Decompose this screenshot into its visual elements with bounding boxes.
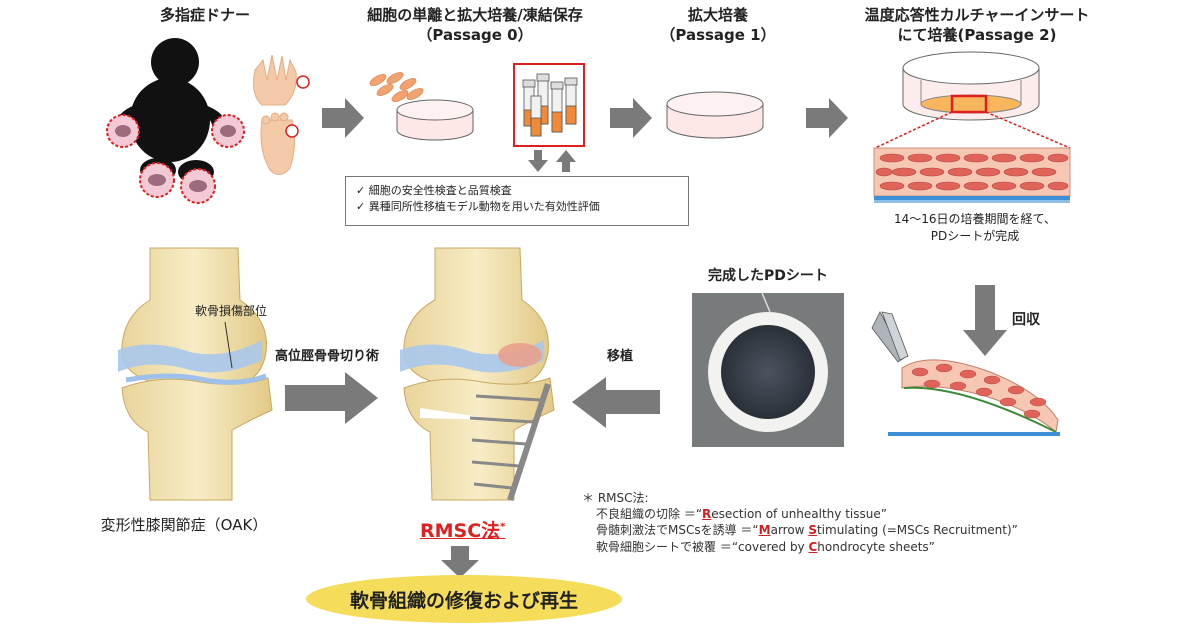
transplant-arrow xyxy=(572,377,660,428)
flow-arrows-top xyxy=(322,98,848,138)
osteotomy-label: 高位脛骨骨切り術 xyxy=(274,349,379,364)
donor-label: 多指症ドナー xyxy=(159,6,250,24)
outcome-ellipse: 軟骨組織の修復および再生 xyxy=(306,575,622,623)
rmsc-footnote: ＊ RMSC法: 不良組織の切除 ＝“Resection of unhealth… xyxy=(582,490,1018,555)
rmsc-knee-illustration xyxy=(400,247,555,501)
passage0-title: 細胞の単離と拡大培養/凍結保存 xyxy=(367,6,583,24)
passage1-culture-dish-icon xyxy=(666,91,764,139)
sheet-note-line2: PDシートが完成 xyxy=(930,229,1020,243)
rmsc-footnote-mark: * xyxy=(500,521,506,533)
cryo-vials-icon xyxy=(513,63,585,147)
passage0-subtitle: （Passage 0） xyxy=(417,26,533,44)
check-item: 異種同所性移植モデル動物を用いた有効性評価 xyxy=(356,199,678,215)
polydactyly-hand-icon xyxy=(253,54,310,106)
collect-arrow xyxy=(963,285,1007,356)
footnote-header: ＊ RMSC法: xyxy=(582,491,649,505)
footnote-line-resection: 不良組織の切除 ＝“Resection of unhealthy tissue” xyxy=(596,507,887,522)
rmsc-method-title: RMSC法* xyxy=(420,516,505,543)
culture-insert-icon xyxy=(874,51,1071,149)
footnote-line-marrow: 骨髄刺激法でMSCsを誘導 ＝“Marrow Stimulating (=MSC… xyxy=(596,523,1018,538)
oak-knee-illustration xyxy=(118,247,273,501)
collect-label: 回収 xyxy=(1012,312,1040,328)
passage2-title: 温度応答性カルチャーインサート xyxy=(864,6,1090,24)
passage0-culture-dish-icon xyxy=(369,72,474,141)
oak-label: 変形性膝関節症（OAK） xyxy=(100,516,268,534)
osteotomy-arrow xyxy=(285,372,378,424)
damage-site-label: 軟骨損傷部位 xyxy=(194,304,267,318)
baby-silhouette-icon xyxy=(106,38,245,204)
footnote-line-chondrocyte: 軟骨細胞シートで被覆 ＝“covered by Chondrocyte shee… xyxy=(596,539,935,554)
check-item: 細胞の安全性検査と品質検査 xyxy=(356,183,678,199)
passage1-subtitle: （Passage 1） xyxy=(660,26,776,44)
cell-sheet-cross-section xyxy=(873,147,1071,203)
passage2-subtitle: にて培養(Passage 2) xyxy=(897,26,1057,44)
completed-sheet-label: 完成したPDシート xyxy=(708,268,828,284)
sheet-note-line1: 14～16日の培養期間を経て、 xyxy=(894,212,1056,226)
outcome-label: 軟骨組織の修復および再生 xyxy=(349,589,578,612)
pd-sheet-photo xyxy=(692,292,844,447)
forceps-peel-icon xyxy=(871,311,1060,436)
polydactyly-foot-icon xyxy=(260,112,299,175)
transplant-label: 移植 xyxy=(606,349,633,364)
outcome-arrow xyxy=(441,546,479,578)
passage1-title: 拡大培養 xyxy=(687,6,748,24)
quality-check-box: 細胞の安全性検査と品質検査 異種同所性移植モデル動物を用いた有効性評価 xyxy=(345,176,689,226)
rmsc-label: RMSC法 xyxy=(420,520,501,542)
qc-arrows xyxy=(528,150,576,172)
